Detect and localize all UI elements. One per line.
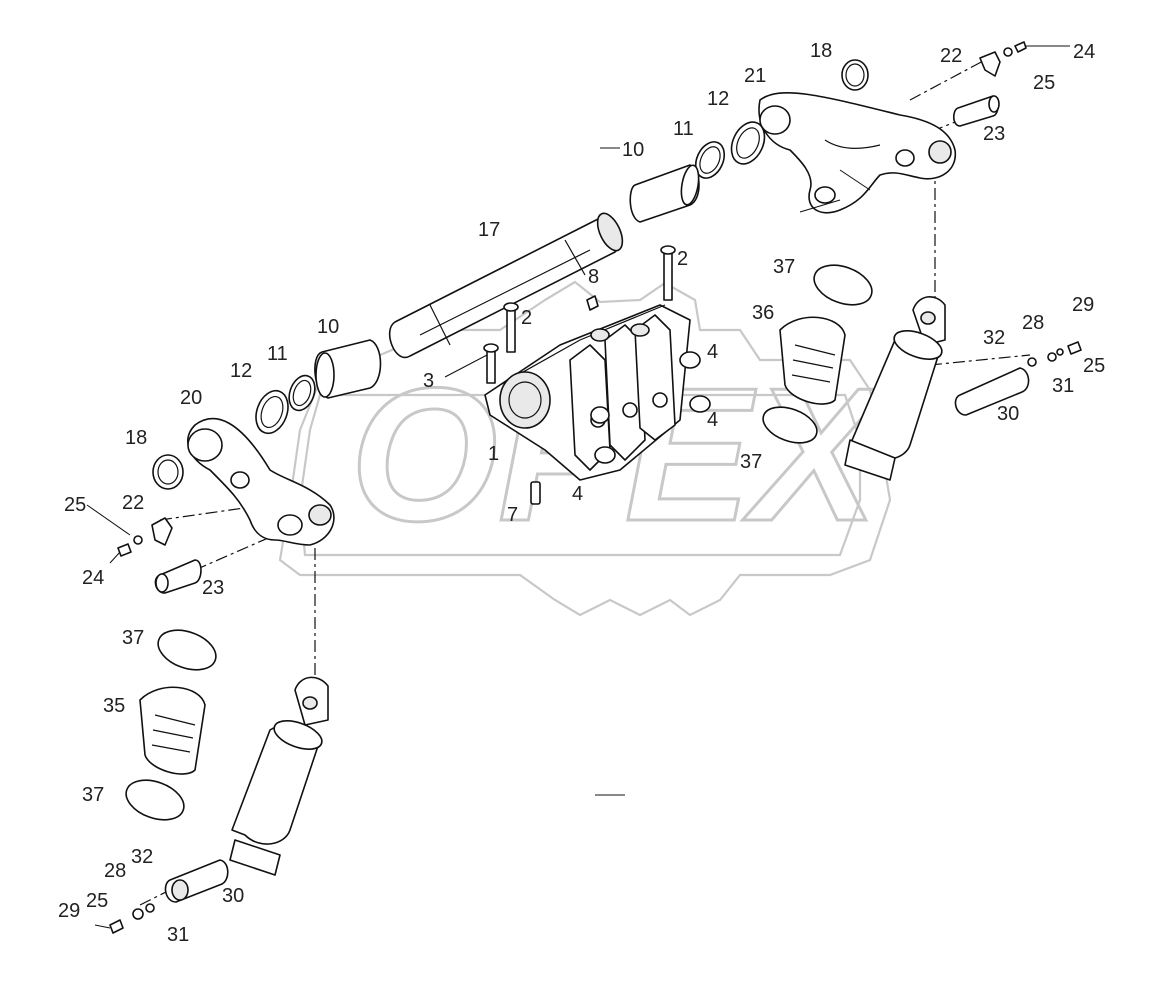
callout-12-left: 12 [230, 360, 252, 382]
upper-bushings [629, 121, 766, 223]
left-bushings [255, 339, 382, 435]
small-bushings [590, 351, 711, 464]
left-hardware [117, 454, 202, 594]
lift-arm-left [186, 417, 335, 546]
callout-24-top: 24 [1073, 41, 1095, 63]
callout-4-a: 4 [707, 341, 718, 363]
callout-7: 7 [507, 504, 518, 526]
callout-23-left: 23 [202, 577, 224, 599]
callout-22-top: 22 [940, 45, 962, 67]
upper-right-hardware [841, 41, 1027, 127]
watermark-gear [278, 280, 892, 617]
callout-18-top: 18 [810, 40, 832, 62]
callout-37-a: 37 [773, 256, 795, 278]
callout-28-right: 28 [1022, 312, 1044, 334]
callout-36: 36 [752, 302, 774, 324]
watermark-gear-inner [298, 393, 862, 557]
callout-31-right: 31 [1052, 375, 1074, 397]
cylinder-right [844, 296, 1082, 481]
callout-21: 21 [744, 65, 766, 87]
callout-25-top: 25 [1033, 72, 1055, 94]
callout-37-c: 37 [122, 627, 144, 649]
callout-11-top: 11 [673, 118, 694, 140]
callout-25-left: 25 [64, 494, 86, 516]
callout-22-left: 22 [122, 492, 144, 514]
callout-31-left: 31 [167, 924, 189, 946]
callout-24-left: 24 [82, 567, 104, 589]
cylinder-left [109, 676, 329, 934]
lift-arm-right [758, 92, 956, 214]
callout-25-bottom: 25 [86, 890, 108, 912]
callout-17: 17 [478, 219, 500, 241]
callout-32-right: 32 [983, 327, 1005, 349]
callout-4-b: 4 [707, 409, 718, 431]
callout-37-d: 37 [82, 784, 104, 806]
callout-29-right: 29 [1072, 294, 1094, 316]
shaft [388, 212, 624, 359]
callout-18-left: 18 [125, 427, 147, 449]
valve-housing [484, 304, 691, 481]
callout-labels: 18 22 24 25 21 12 11 23 10 17 2 37 8 2 2… [58, 40, 1105, 946]
callout-23-top: 23 [983, 123, 1005, 145]
callout-12-top: 12 [707, 88, 729, 110]
callout-1: 1 [488, 443, 499, 465]
callout-37-b: 37 [740, 451, 762, 473]
callout-28-left: 28 [104, 860, 126, 882]
callout-25-right: 25 [1083, 355, 1105, 377]
callout-4-c: 4 [572, 483, 583, 505]
callout-8: 8 [588, 266, 599, 288]
leader-lines [86, 45, 1070, 929]
boot-right [762, 264, 873, 444]
callout-35: 35 [103, 695, 125, 717]
callout-30-right: 30 [997, 403, 1019, 425]
callout-2-b: 2 [521, 307, 532, 329]
callout-20: 20 [180, 387, 202, 409]
boot-left [125, 629, 217, 821]
callout-30-left: 30 [222, 885, 244, 907]
callout-2-a: 2 [677, 248, 688, 270]
callout-29-left: 29 [58, 900, 80, 922]
bolts [483, 245, 676, 505]
callout-11-left: 11 [267, 343, 288, 365]
callout-10-left: 10 [317, 316, 339, 338]
callout-32-left: 32 [131, 846, 153, 868]
callout-10-top: 10 [622, 139, 644, 161]
callout-3: 3 [423, 370, 434, 392]
